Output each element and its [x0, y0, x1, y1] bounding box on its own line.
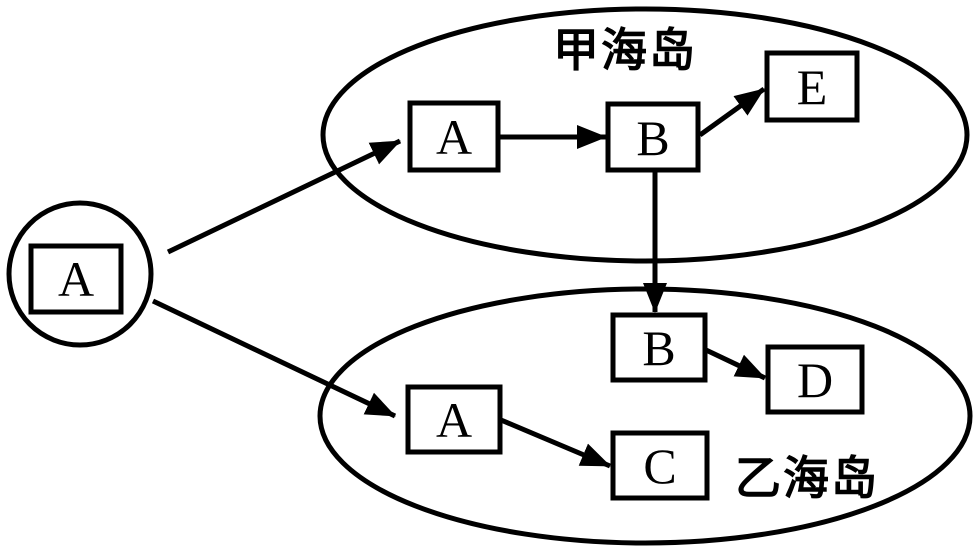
top-island-ellipse [320, 6, 970, 264]
top-e-box [764, 50, 860, 123]
bottom-b-box [610, 312, 708, 383]
bottom-island-label: 乙海岛 [735, 453, 879, 504]
top-island-label: 甲海岛 [553, 25, 697, 76]
arrow-bottom-a-to-c [500, 417, 611, 469]
bottom-c-label: C [643, 438, 676, 494]
top-a-label: A [436, 109, 472, 165]
bottom-d-label: D [797, 352, 833, 408]
arrow-top-b-to-e [698, 86, 766, 138]
arrow-external-to-bottom-a [151, 298, 397, 419]
top-e-label: E [797, 59, 828, 115]
bottom-a-label: A [436, 392, 472, 448]
bottom-a-box [405, 384, 503, 455]
top-a-box [407, 100, 501, 173]
arrow-external-to-top-a [166, 138, 402, 255]
bottom-d-box [765, 344, 865, 415]
external-source-circle [6, 200, 154, 348]
bottom-c-box [610, 430, 710, 501]
bottom-b-label: B [642, 320, 675, 376]
arrow-bottom-b-to-d [704, 347, 767, 381]
external-a-label: A [58, 251, 94, 307]
top-b-box [605, 101, 701, 173]
external-a-box [28, 243, 124, 315]
top-b-label: B [636, 110, 669, 166]
